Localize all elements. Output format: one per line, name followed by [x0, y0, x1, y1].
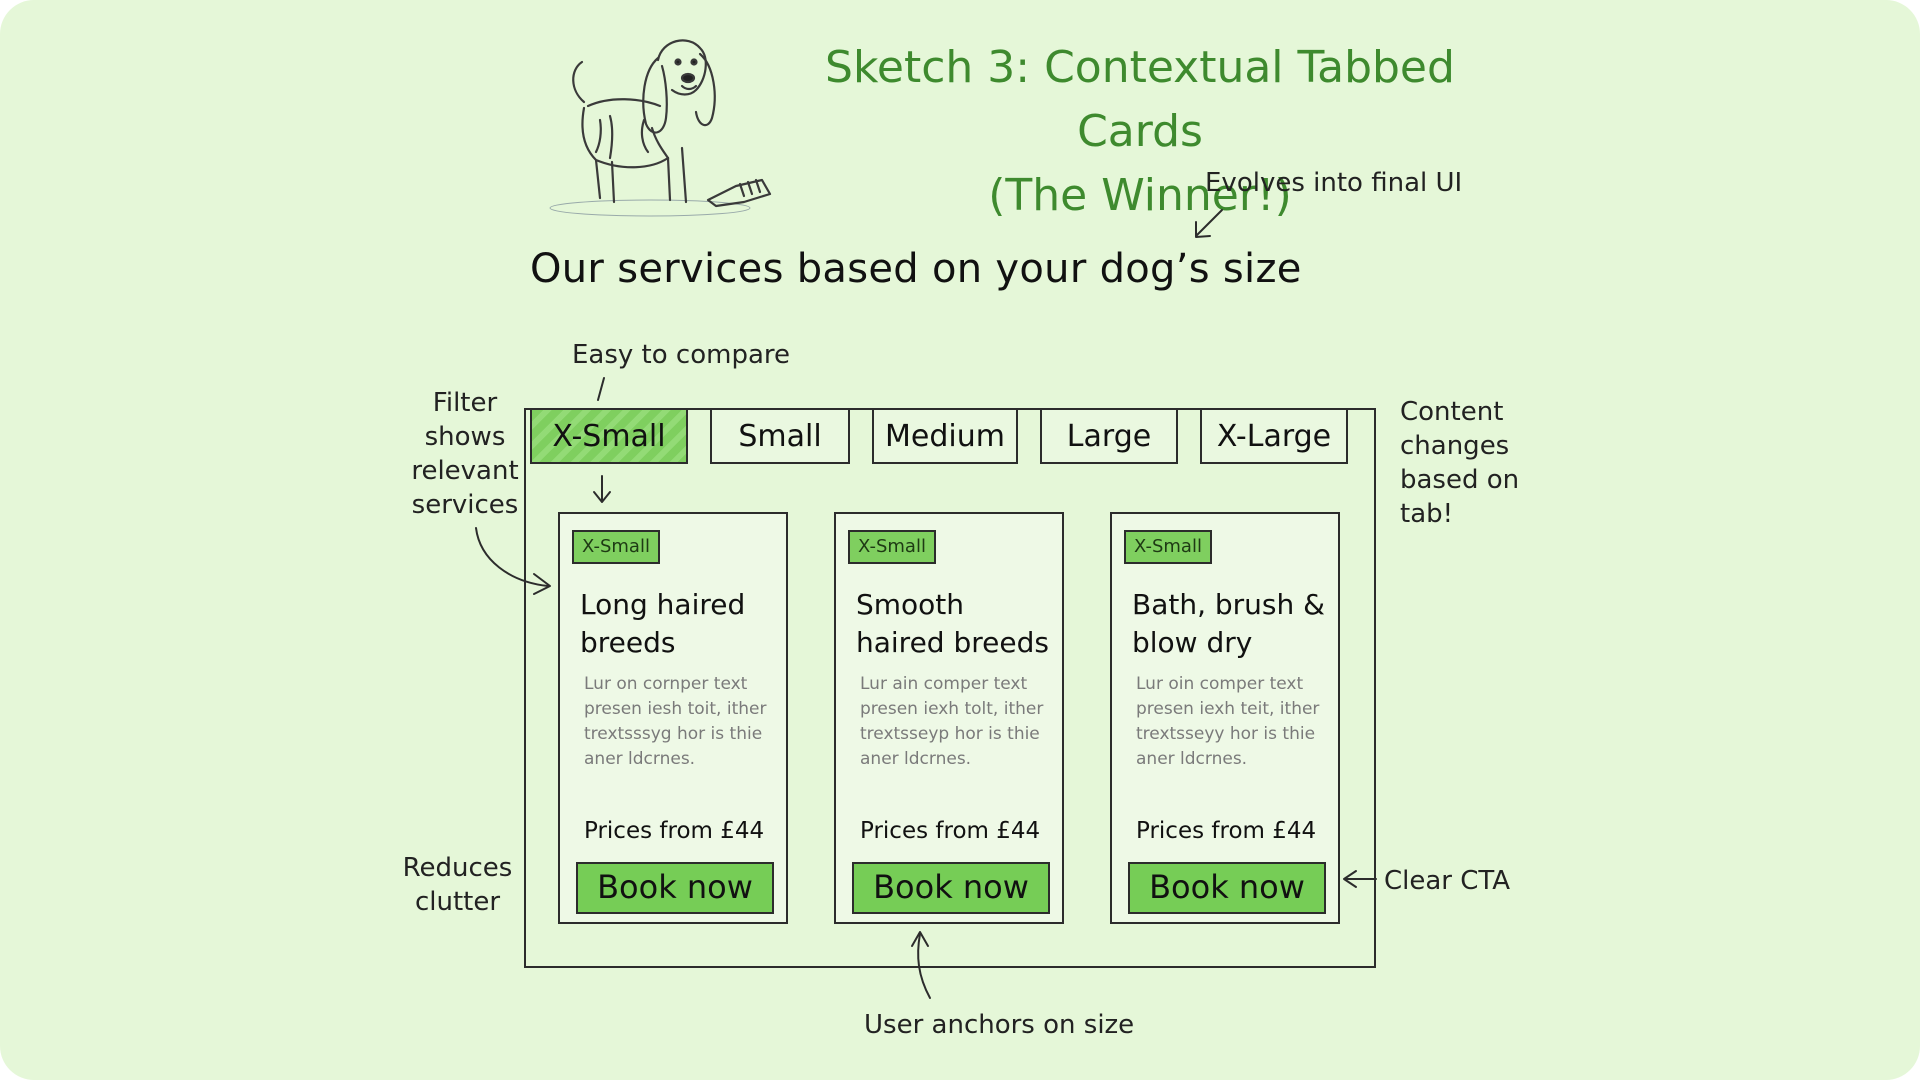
size-badge: X-Small [572, 530, 660, 564]
card-title: Long haired breeds [580, 588, 746, 659]
note-filter-line: services [411, 490, 519, 520]
card-price: Prices from £44 [1136, 818, 1317, 844]
note-reduces-clutter: Reduces clutter [400, 851, 515, 919]
size-badge: X-Small [848, 530, 936, 564]
note-reduces-line: Reduces [402, 853, 513, 883]
note-filter-line: relevant [411, 456, 519, 486]
title-line-1: Sketch 3: Contextual Tabbed Cards [825, 42, 1455, 157]
service-card: X-Small Bath, brush & blow dry Lur oin c… [1110, 512, 1340, 924]
tab-medium[interactable]: Medium [872, 408, 1018, 464]
arrow-easy-compare [597, 377, 605, 401]
card-title: Smooth haired breeds [856, 588, 1049, 659]
note-clear-cta: Clear CTA [1384, 866, 1511, 896]
note-reduces-line: clutter [414, 887, 501, 917]
card-description: Lur on cornper text presen iesh toit, it… [584, 674, 767, 769]
book-now-button[interactable]: Book now [852, 862, 1050, 914]
card-description: Lur ain comper text presen iexh tolt, it… [860, 674, 1044, 769]
note-content-line: tab! [1400, 499, 1454, 529]
note-evolves: Evolves into final UI [1205, 168, 1463, 198]
card-title: Bath, brush & blow dry [1132, 588, 1325, 659]
note-filter-line: shows [424, 422, 506, 452]
note-easy-compare: Easy to compare [572, 340, 791, 370]
tab-x-small[interactable]: X-Small [530, 408, 688, 464]
card-description: Lur oin comper text presen iexh teit, it… [1136, 674, 1320, 769]
tab-x-large[interactable]: X-Large [1200, 408, 1348, 464]
size-tab-bar: X-Small Small Medium Large X-Large [530, 408, 1360, 466]
title-line-2: (The Winner!) [988, 170, 1292, 221]
tab-large[interactable]: Large [1040, 408, 1178, 464]
note-content-changes: Content changes based on tab! [1400, 395, 1519, 531]
note-user-anchors: User anchors on size [864, 1010, 1135, 1040]
dog-with-brush-icon [549, 39, 772, 217]
service-card: X-Small Long haired breeds Lur on cornpe… [558, 512, 788, 924]
card-price: Prices from £44 [860, 818, 1041, 844]
note-content-line: Content [1400, 397, 1504, 427]
book-now-button[interactable]: Book now [1128, 862, 1326, 914]
book-now-button[interactable]: Book now [576, 862, 774, 914]
sketch-title: Sketch 3: Contextual Tabbed Cards (The W… [760, 36, 1520, 228]
note-filter-line: Filter [432, 388, 498, 418]
card-price: Prices from £44 [584, 818, 765, 844]
note-content-line: changes [1400, 431, 1510, 461]
size-badge: X-Small [1124, 530, 1212, 564]
tab-small[interactable]: Small [710, 408, 850, 464]
note-content-line: based on [1400, 465, 1520, 495]
note-filter: Filter shows relevant services [410, 386, 520, 522]
page-heading: Our services based on your dog’s size [530, 246, 1302, 292]
service-card: X-Small Smooth haired breeds Lur ain com… [834, 512, 1064, 924]
